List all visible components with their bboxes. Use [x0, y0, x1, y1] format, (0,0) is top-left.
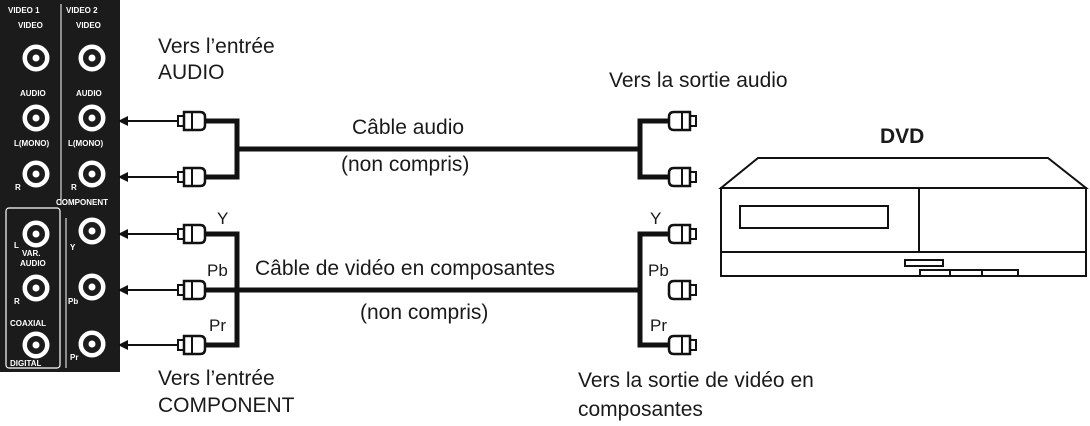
- label-dvd: DVD: [880, 125, 925, 148]
- panel-label-video: VIDEO: [18, 21, 43, 30]
- panel-label-lmono: L(MONO): [68, 139, 103, 148]
- label-to-audio-out: Vers la sortie audio: [609, 69, 788, 92]
- audio-cable: [176, 110, 698, 188]
- component-plug-right-pr: [667, 334, 698, 356]
- video2-audio-l-jack[interactable]: [78, 104, 106, 132]
- panel-label-audio: AUDIO: [76, 89, 102, 98]
- component-pr-jack[interactable]: [78, 330, 106, 358]
- component-y-jack[interactable]: [78, 217, 106, 245]
- label-y-right: Y: [650, 209, 662, 228]
- label-to-component-out-line1: Vers la sortie de vidéo en: [578, 369, 814, 392]
- label-pr-left: Pr: [209, 316, 226, 335]
- tv-back-panel: VIDEO 1 VIDEO 2 VIDEO VIDEO AUDIO AUDIO …: [0, 0, 120, 372]
- audio-plug-left-l: [176, 110, 207, 132]
- label-component-cable-note: (non compris): [360, 301, 489, 324]
- label-component-cable: Câble de vidéo en composantes: [255, 257, 556, 280]
- panel-label-y: Y: [70, 243, 76, 252]
- label-pb-left: Pb: [207, 261, 228, 280]
- video1-audio-r-jack[interactable]: [22, 160, 50, 188]
- label-audio-cable: Câble audio: [352, 116, 465, 139]
- panel-label-r: R: [14, 297, 20, 306]
- panel-label-coaxial: COAXIAL: [10, 319, 46, 328]
- label-pb-right: Pb: [648, 261, 669, 280]
- label-to-audio-in-line1: Vers l’entrée: [158, 35, 275, 58]
- label-to-component-in-line1: Vers l’entrée: [158, 367, 275, 390]
- label-to-component-out-line2: composantes: [578, 398, 703, 421]
- panel-label-l: L: [14, 241, 19, 250]
- dvd-player-icon: [718, 157, 1089, 277]
- video1-audio-l-jack[interactable]: [22, 104, 50, 132]
- component-plug-right-pb: [667, 279, 698, 301]
- component-pb-jack[interactable]: [78, 273, 106, 301]
- panel-label-component: COMPONENT: [56, 198, 108, 207]
- panel-label-var-audio: AUDIO: [20, 259, 46, 268]
- arrows: [118, 116, 178, 350]
- component-plug-right-y: [667, 223, 698, 245]
- component-plug-left-pr: [176, 334, 207, 356]
- audio-plug-left-r: [176, 166, 207, 188]
- panel-label-r: R: [15, 183, 21, 192]
- label-to-component-in-line2: COMPONENT: [158, 394, 295, 417]
- component-plug-left-pb: [176, 279, 207, 301]
- panel-label-audio: AUDIO: [20, 89, 46, 98]
- panel-label-video1: VIDEO 1: [8, 6, 40, 15]
- panel-label-pb: Pb: [68, 297, 78, 306]
- video1-video-jack[interactable]: [22, 44, 50, 72]
- panel-label-var: VAR.: [22, 249, 41, 258]
- label-to-audio-in-line2: AUDIO: [158, 61, 225, 84]
- panel-label-video: VIDEO: [76, 21, 101, 30]
- var-audio-r-jack[interactable]: [22, 274, 50, 302]
- panel-label-lmono: L(MONO): [14, 139, 49, 148]
- label-pr-right: Pr: [650, 316, 667, 335]
- video2-video-jack[interactable]: [78, 44, 106, 72]
- digital-coaxial-jack[interactable]: [22, 331, 50, 359]
- video2-audio-r-jack[interactable]: [78, 160, 106, 188]
- var-audio-l-jack[interactable]: [22, 220, 50, 248]
- panel-label-pr: Pr: [70, 353, 78, 362]
- audio-plug-right-r: [667, 166, 698, 188]
- component-cable: [176, 223, 698, 356]
- label-y-left: Y: [217, 209, 229, 228]
- component-plug-left-y: [176, 223, 207, 245]
- panel-label-r: R: [71, 183, 77, 192]
- panel-label-video2: VIDEO 2: [66, 6, 98, 15]
- label-audio-cable-note: (non compris): [341, 153, 470, 176]
- audio-plug-right-l: [667, 110, 698, 132]
- panel-label-digital: DIGITAL: [10, 359, 42, 368]
